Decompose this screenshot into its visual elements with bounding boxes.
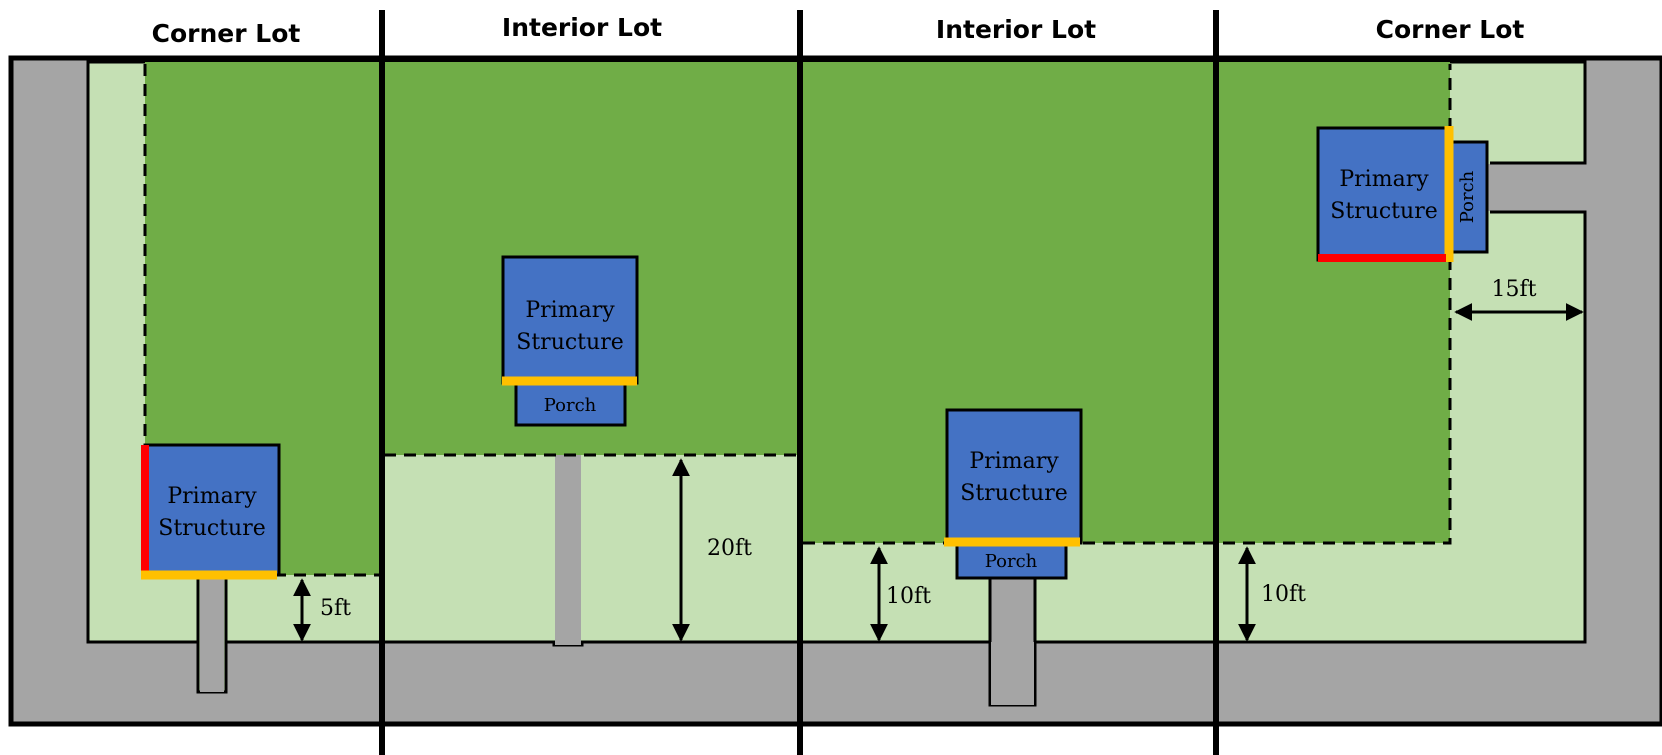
- driveway-lot2: [555, 425, 581, 645]
- structure-lot2-line1: Primary: [525, 298, 615, 323]
- structure-lot2-box: [501, 255, 639, 385]
- porch-lot3-label: Porch: [985, 551, 1038, 572]
- lot-header-1: Corner Lot: [152, 19, 301, 48]
- structure-lot2-line2: Structure: [516, 330, 623, 355]
- dimension-label-lot4: 10ft: [1261, 582, 1306, 607]
- structure-lot1: Primary Structure: [141, 443, 281, 580]
- dimension-label-lot2: 20ft: [707, 536, 752, 561]
- structure-lot3-line1: Primary: [969, 449, 1059, 474]
- dimension-label-lot1: 5ft: [320, 596, 351, 621]
- structure-lot3-box: [945, 408, 1083, 545]
- lot-header-4: Corner Lot: [1376, 15, 1525, 44]
- driveway-lot4: [1480, 164, 1584, 211]
- structure-lot3: Primary Structure Porch: [944, 408, 1083, 580]
- structure-lot4-box: [1316, 126, 1452, 262]
- driveway-lot3: [991, 575, 1034, 705]
- lot-header-2: Interior Lot: [502, 13, 662, 42]
- structure-lot4-line1: Primary: [1339, 167, 1429, 192]
- lot-header-3: Interior Lot: [936, 15, 1096, 44]
- structure-lot1-line1: Primary: [167, 484, 257, 509]
- dimension-label-lot3: 10ft: [886, 584, 931, 609]
- structure-lot3-line2: Structure: [960, 481, 1067, 506]
- structure-lot1-box: [143, 443, 281, 577]
- porch-lot2-label: Porch: [544, 395, 597, 416]
- structure-lot1-line2: Structure: [158, 516, 265, 541]
- structure-lot2: Primary Structure Porch: [501, 255, 639, 427]
- dimension-label-lot4-side: 15ft: [1492, 277, 1537, 302]
- porch-lot4-label: Porch: [1457, 170, 1478, 223]
- structure-lot4-line2: Structure: [1330, 199, 1437, 224]
- porch-lot2-box: [514, 381, 627, 427]
- structure-lot4: Primary Structure Porch: [1316, 126, 1489, 262]
- driveway-lot1: [200, 575, 224, 692]
